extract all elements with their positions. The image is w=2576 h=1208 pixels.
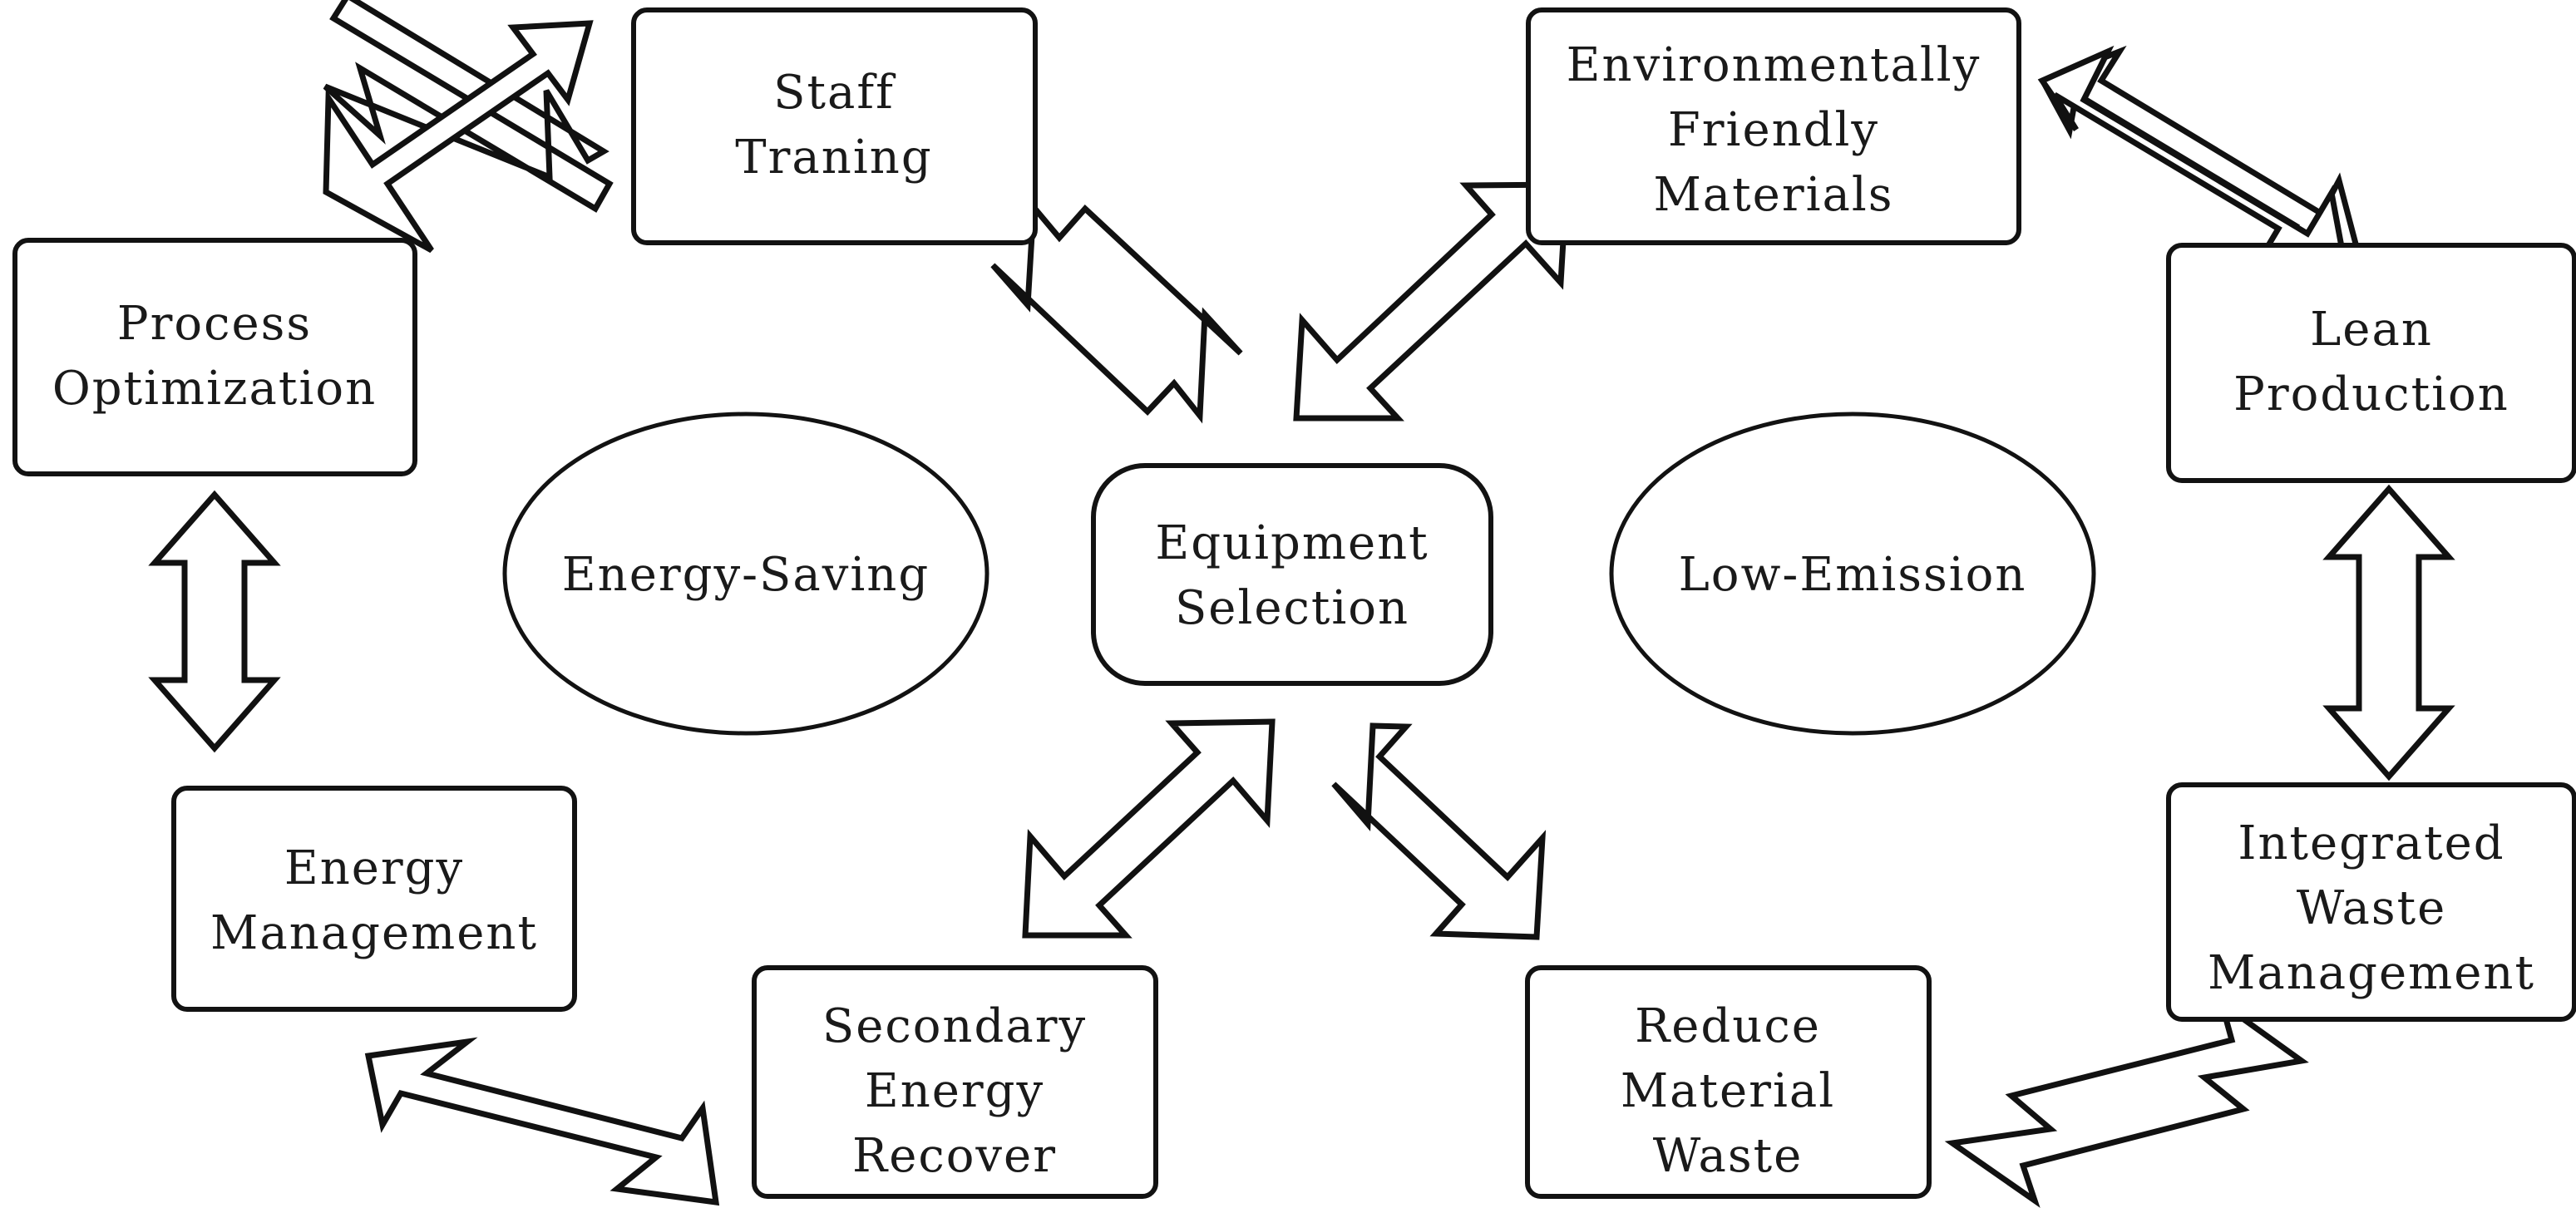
connector-lean-production-integrated-waste-management — [2322, 484, 2455, 782]
equipment-selection-label-line2: Selection — [1175, 581, 1409, 635]
connector-energy-management-secondary-energy-recover — [364, 1037, 720, 1206]
connector-secondary-energy-recover-equipment-selection — [1022, 718, 1276, 939]
node-energy-management[interactable]: Energy Management — [171, 786, 577, 1012]
integrated-waste-management-label-line3: Management — [2208, 946, 2535, 1000]
integrated-waste-management-label-line1: Integrated — [2238, 816, 2504, 870]
node-process-optimization[interactable]: Process Optimization — [12, 238, 417, 476]
node-equipment-selection[interactable]: Equipment Selection — [1091, 463, 1493, 686]
reduce-material-waste-label-line1: Reduce — [1635, 999, 1821, 1053]
environmentally-friendly-materials-box[interactable] — [1526, 7, 2021, 245]
equipment-selection-box[interactable] — [1091, 463, 1493, 686]
reduce-material-waste-box[interactable] — [1525, 965, 1932, 1199]
secondary-energy-recover-label-line2: Energy — [865, 1064, 1044, 1118]
process-optimization-label-line1: Process — [117, 297, 312, 351]
staff-training-box[interactable] — [631, 7, 1038, 245]
connector-staff-training-equipment-selection — [990, 200, 1243, 424]
environmentally-friendly-materials-label-line1: Environmentally — [1567, 38, 1981, 92]
node-energy-saving[interactable]: Energy-Saving — [502, 412, 989, 736]
secondary-energy-recover-label-line3: Recover — [852, 1129, 1057, 1183]
environmentally-friendly-materials-label-line3: Materials — [1653, 168, 1893, 222]
node-integrated-waste-management[interactable]: Integrated Waste Management — [2166, 782, 2576, 1022]
energy-management-box[interactable] — [171, 786, 577, 1012]
integrated-waste-management-label-line2: Waste — [2297, 881, 2446, 935]
environmentally-friendly-materials-label-line2: Friendly — [1668, 103, 1879, 157]
staff-training-label-line1: Staff — [773, 66, 896, 120]
node-staff-training[interactable]: Staff Traning — [631, 7, 1038, 245]
process-optimization-label-line2: Optimization — [52, 362, 377, 416]
reduce-material-waste-label-line3: Waste — [1653, 1129, 1803, 1183]
node-low-emission[interactable]: Low-Emission — [1609, 412, 2096, 736]
lean-production-box[interactable] — [2166, 243, 2576, 483]
low-emission-label: Low-Emission — [1679, 548, 2027, 602]
connector-equipment-selection-reduce-material-waste — [1331, 722, 1547, 940]
energy-saving-ellipse[interactable] — [502, 412, 989, 736]
low-emission-ellipse[interactable] — [1609, 412, 2096, 736]
process-optimization-box[interactable] — [12, 238, 417, 476]
energy-saving-label: Energy-Saving — [562, 548, 930, 602]
connector-po-st-arrow — [323, 20, 594, 254]
reduce-material-waste-label-line2: Material — [1621, 1064, 1835, 1118]
connector-reduce-material-waste-integrated-waste-management — [1944, 996, 2309, 1208]
lean-production-label-line1: Lean — [2310, 303, 2433, 357]
equipment-selection-label-line1: Equipment — [1155, 516, 1429, 570]
integrated-waste-management-box[interactable] — [2166, 782, 2576, 1022]
energy-management-label-line1: Energy — [284, 841, 464, 895]
connector-process-optimization-energy-management — [148, 490, 281, 753]
secondary-energy-recover-label-line1: Secondary — [822, 999, 1087, 1053]
node-environmentally-friendly-materials[interactable]: Environmentally Friendly Materials — [1526, 7, 2021, 245]
node-secondary-energy-recover[interactable]: Secondary Energy Recover — [752, 965, 1158, 1199]
staff-training-label-line2: Traning — [735, 131, 932, 185]
node-reduce-material-waste[interactable]: Reduce Material Waste — [1525, 965, 1932, 1199]
energy-management-label-line2: Management — [210, 906, 538, 960]
secondary-energy-recover-box[interactable] — [752, 965, 1158, 1199]
lean-production-label-line2: Production — [2233, 367, 2509, 422]
node-lean-production[interactable]: Lean Production — [2166, 243, 2576, 483]
